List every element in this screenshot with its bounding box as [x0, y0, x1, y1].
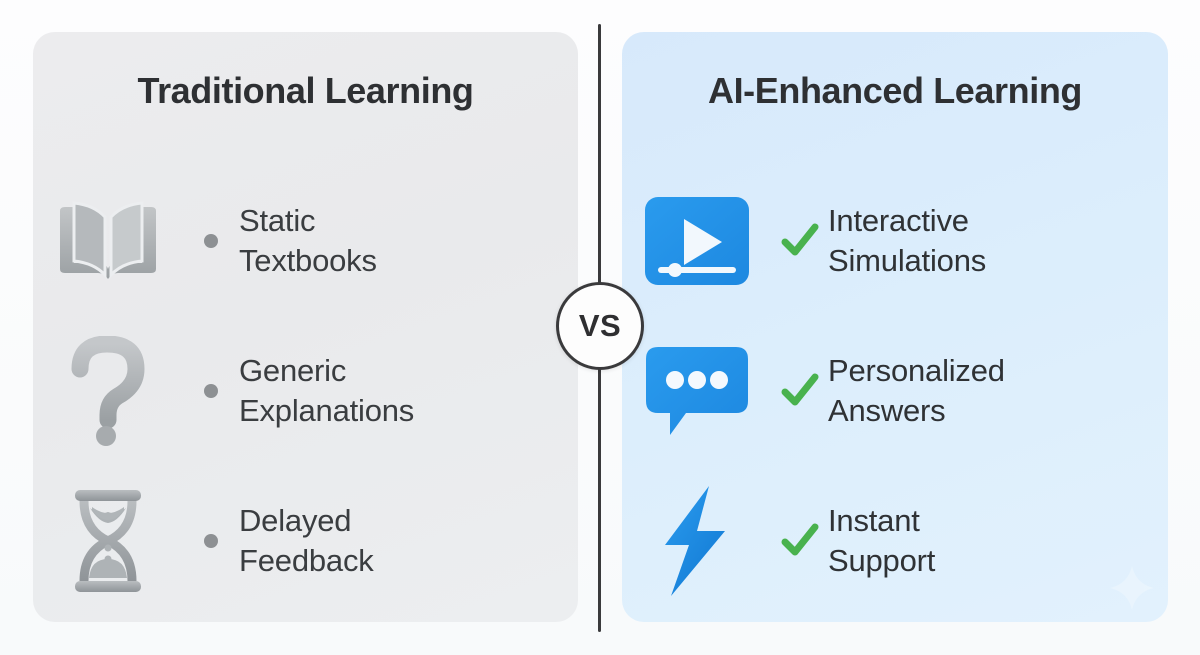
- check-icon: [781, 373, 819, 406]
- list-item-label-line1: Instant: [828, 503, 920, 539]
- check-marker: [772, 371, 828, 411]
- list-item-label-line2: Simulations: [828, 243, 987, 278]
- check-marker: [772, 521, 828, 561]
- right-panel-rows: Interactive Simulations: [622, 152, 1168, 622]
- list-item[interactable]: Instant Support: [622, 466, 1168, 616]
- list-item-label: Interactive Simulations: [828, 201, 986, 280]
- video-play-icon: [622, 193, 772, 289]
- list-item[interactable]: Interactive Simulations: [622, 166, 1168, 316]
- list-item-label-line2: Answers: [828, 393, 946, 428]
- bullet-dot-icon: [204, 384, 218, 398]
- list-item-label: Generic Explanations: [239, 351, 414, 430]
- check-icon: [781, 523, 819, 556]
- list-item-label-line1: Delayed: [239, 503, 352, 539]
- list-item-label-line1: Interactive: [828, 203, 969, 239]
- vs-badge: VS: [556, 282, 644, 370]
- list-item[interactable]: Generic Explanations: [33, 316, 578, 466]
- check-marker: [772, 221, 828, 261]
- bullet-dot-icon: [204, 234, 218, 248]
- sparkle-icon: [1110, 566, 1154, 610]
- bullet-marker: [183, 234, 239, 248]
- list-item-label: Instant Support: [828, 501, 935, 580]
- list-item-label-line2: Explanations: [239, 393, 415, 428]
- list-item[interactable]: Personalized Answers: [622, 316, 1168, 466]
- bullet-marker: [183, 534, 239, 548]
- left-panel-rows: Static Textbooks: [33, 152, 578, 622]
- ai-enhanced-learning-panel: AI-Enhanced Learning: [622, 32, 1168, 622]
- bullet-dot-icon: [204, 534, 218, 548]
- lightning-bolt-icon: [622, 483, 772, 599]
- left-panel-title: Traditional Learning: [137, 70, 474, 111]
- hourglass-icon: [33, 486, 183, 596]
- list-item-label-line2: Textbooks: [239, 243, 377, 278]
- list-item-label-line2: Support: [828, 543, 936, 578]
- traditional-learning-panel: Traditional Learning: [33, 32, 578, 622]
- open-book-icon: [33, 193, 183, 289]
- check-icon: [781, 223, 819, 256]
- list-item-label-line1: Generic: [239, 353, 347, 389]
- list-item-label-line1: Personalized: [828, 353, 1005, 389]
- list-item-label: Personalized Answers: [828, 351, 1005, 430]
- list-item-label-line1: Static: [239, 203, 316, 239]
- list-item[interactable]: Static Textbooks: [33, 166, 578, 316]
- list-item-label-line2: Feedback: [239, 543, 374, 578]
- question-mark-icon: [33, 336, 183, 446]
- list-item-label: Delayed Feedback: [239, 501, 374, 580]
- list-item-label: Static Textbooks: [239, 201, 377, 280]
- right-panel-title: AI-Enhanced Learning: [707, 70, 1083, 111]
- bullet-marker: [183, 384, 239, 398]
- list-item[interactable]: Delayed Feedback: [33, 466, 578, 616]
- chat-bubble-icon: [622, 341, 772, 441]
